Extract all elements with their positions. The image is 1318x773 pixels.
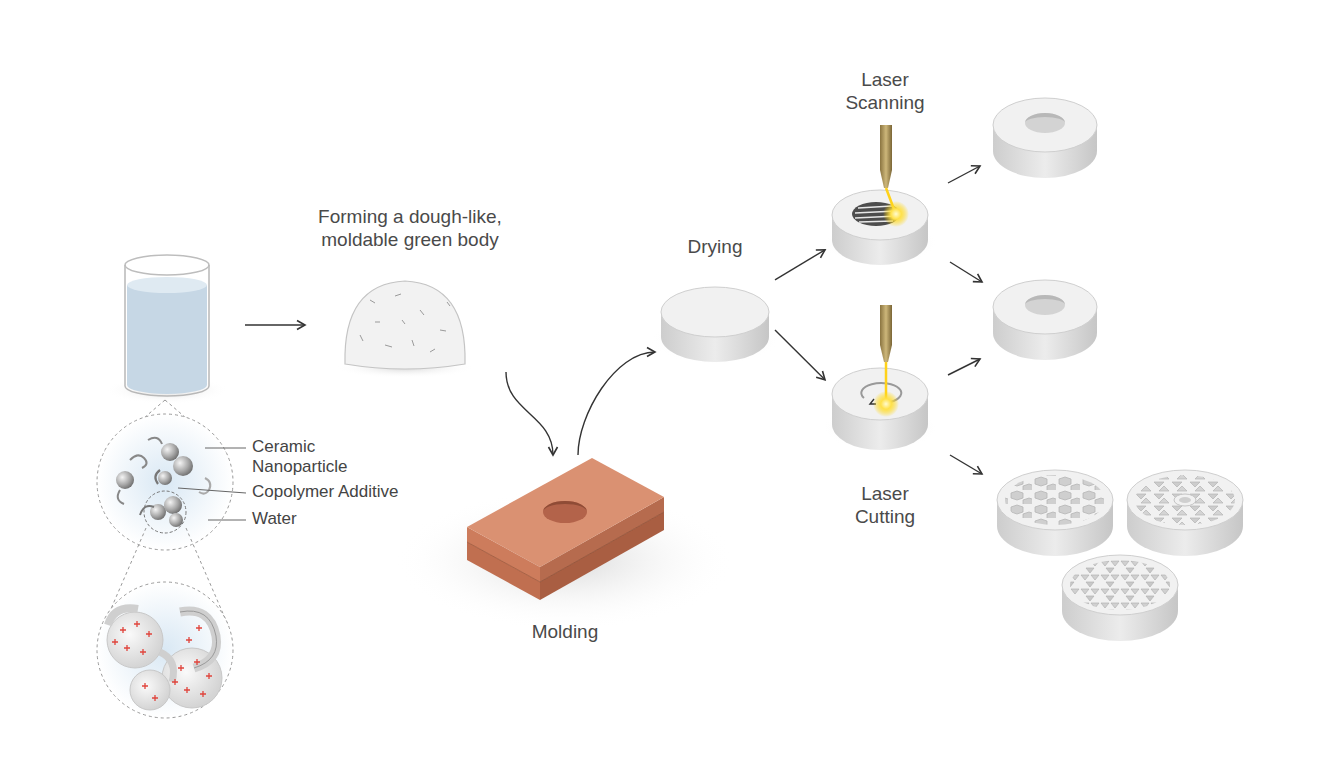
copper-mold — [395, 458, 735, 630]
beaker — [105, 255, 229, 404]
part-label: Copolymer Additive — [252, 482, 398, 502]
process-step: Drying — [655, 235, 775, 367]
process-step: Laser Cutting — [825, 300, 945, 528]
lattice-output — [1127, 470, 1243, 556]
process-step: Laser Scanning — [825, 68, 945, 270]
part-label: Water — [252, 509, 297, 529]
step-label: Forming a dough-like, moldable green bod… — [292, 205, 528, 251]
flow-arrow — [506, 372, 553, 455]
part-label: Ceramic Nanoparticle — [252, 437, 372, 476]
flow-arrow — [775, 250, 825, 280]
step-label: Drying — [688, 235, 743, 258]
flow-arrow — [775, 330, 825, 380]
flow-arrow — [578, 352, 655, 455]
flow-arrow — [245, 324, 305, 325]
lattice-output — [1062, 555, 1178, 641]
laser-scanning-disk — [822, 125, 938, 265]
green-body-dough — [335, 281, 475, 378]
lattice-output — [997, 470, 1113, 556]
flow-arrow — [948, 166, 982, 474]
leader-line — [178, 448, 246, 520]
dried-disk — [651, 287, 779, 364]
ring-output — [993, 98, 1097, 178]
process-step: Molding — [465, 455, 665, 643]
step-label: Laser Scanning — [835, 68, 935, 114]
laser-cutting-disk — [822, 305, 938, 450]
step-label: Laser Cutting — [835, 482, 935, 528]
ring-output — [993, 280, 1097, 360]
step-label: Molding — [532, 620, 599, 643]
process-step: Forming a dough-like, moldable green bod… — [290, 205, 530, 372]
